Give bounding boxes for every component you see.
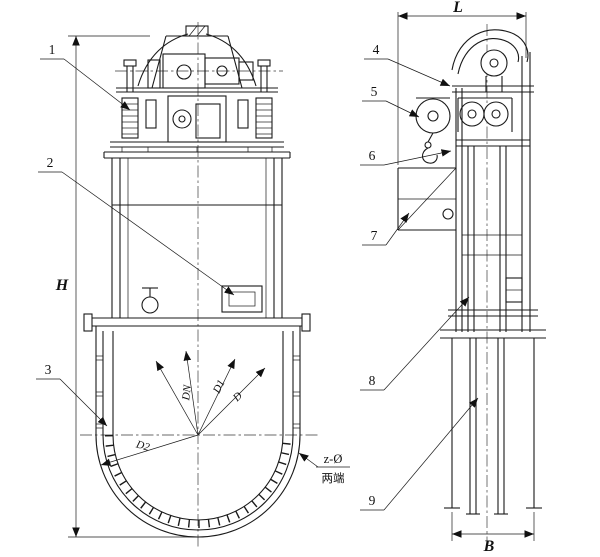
bolt-hole-note-label: z-Ø bbox=[324, 452, 343, 466]
callout-9: 9 bbox=[360, 397, 479, 511]
trunnion-right bbox=[301, 313, 311, 332]
shell-bolt-holes bbox=[96, 355, 300, 429]
dia-d-label: D bbox=[230, 390, 245, 405]
diameter-dimensions: DN D1 D D2 bbox=[100, 350, 266, 466]
bolt-hole-note: z-Ø 两端 bbox=[298, 452, 350, 485]
callout-3: 3 bbox=[36, 362, 108, 427]
access-box bbox=[221, 285, 263, 313]
callout-7: 7 bbox=[362, 212, 410, 246]
callout-4: 4 bbox=[364, 42, 451, 87]
sheave-left bbox=[459, 101, 485, 127]
dia-d2-label: D2 bbox=[134, 438, 152, 454]
callout-1-label: 1 bbox=[49, 42, 56, 57]
handle bbox=[442, 208, 454, 220]
dim-h-label: H bbox=[55, 277, 69, 294]
dimension-B: B bbox=[451, 512, 535, 555]
hoist-machinery bbox=[110, 25, 284, 148]
idler-pulley bbox=[415, 98, 451, 134]
dimension-L: L bbox=[397, 0, 527, 165]
front-centerlines bbox=[80, 22, 318, 548]
callout-2-label: 2 bbox=[47, 155, 54, 170]
lifting-eye bbox=[141, 296, 159, 314]
top-pulley bbox=[480, 49, 508, 77]
hook bbox=[421, 147, 438, 164]
gate-and-legs bbox=[444, 338, 542, 515]
callout-8: 8 bbox=[360, 296, 470, 391]
callout-7-label: 7 bbox=[371, 228, 378, 243]
trunnion-left bbox=[83, 313, 93, 332]
callout-6: 6 bbox=[360, 148, 452, 166]
sheave-right bbox=[483, 101, 509, 127]
valve-body bbox=[83, 147, 311, 332]
callout-8-label: 8 bbox=[369, 373, 376, 388]
callout-1: 1 bbox=[40, 42, 131, 111]
pulley-assembly bbox=[415, 29, 529, 164]
dim-b-label: B bbox=[483, 538, 495, 555]
callout-4-label: 4 bbox=[373, 42, 380, 57]
callout-5-label: 5 bbox=[371, 84, 378, 99]
side-housing bbox=[397, 52, 546, 339]
front-view: DN D1 D D2 z-Ø 两端 H 1 2 bbox=[36, 22, 350, 548]
callout-6-label: 6 bbox=[369, 148, 376, 163]
callout-9-label: 9 bbox=[369, 493, 376, 508]
u-shell bbox=[95, 326, 301, 538]
dim-l-label: L bbox=[452, 0, 463, 16]
callout-2: 2 bbox=[38, 155, 235, 296]
callout-5: 5 bbox=[362, 84, 420, 118]
bolt-hole-note-sub: 两端 bbox=[322, 471, 345, 485]
dimension-H: H bbox=[55, 35, 196, 538]
dia-d1-label: D1 bbox=[211, 378, 228, 396]
side-view: L bbox=[360, 0, 546, 555]
dia-dn-label: DN bbox=[180, 384, 194, 402]
attachment-box bbox=[397, 167, 457, 231]
callout-3-label: 3 bbox=[45, 362, 52, 377]
